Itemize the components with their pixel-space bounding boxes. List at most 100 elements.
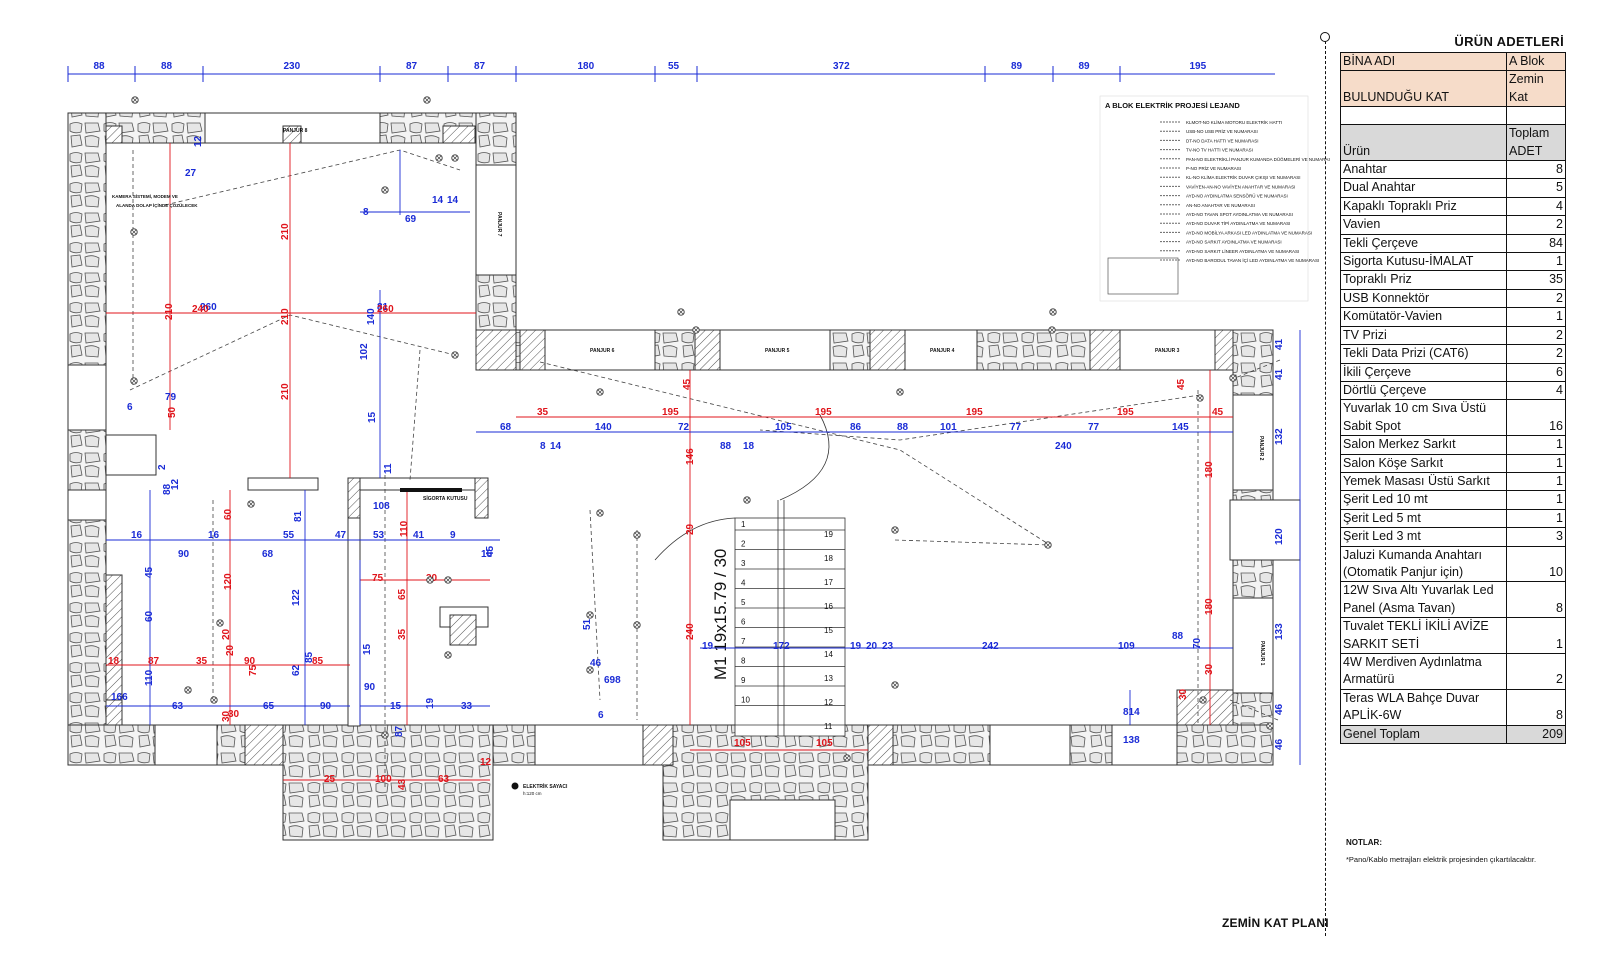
product-qty: 16 xyxy=(1506,399,1566,437)
product-name: 4W Merdiven Aydınlatma Armatürü xyxy=(1340,653,1507,690)
top-dimension-label: 88 xyxy=(94,61,106,72)
dimension-label: 100 xyxy=(375,774,392,785)
legend-item: VAVİYEN-AN-NO VAVİYEN ANAHTAR VE NUMARAS… xyxy=(1186,183,1295,189)
meter-height: h:120 cm xyxy=(523,791,542,796)
dimension-label: 70 xyxy=(1192,637,1203,649)
dimension-label: 105 xyxy=(816,738,833,749)
light-fixture-cross xyxy=(436,155,442,161)
stair-step-number: 12 xyxy=(824,698,833,707)
product-name: Tekli Data Prizi (CAT6) xyxy=(1340,344,1507,364)
light-fixture-cross xyxy=(693,327,699,333)
dimension-label: 43 xyxy=(397,778,408,790)
product-qty: 10 xyxy=(1506,545,1566,583)
light-fixture-cross xyxy=(892,682,898,688)
dimension-label: 101 xyxy=(940,422,957,433)
product-name: Yemek Masası Üstü Sarkıt xyxy=(1340,471,1507,492)
product-name: Jaluzi Kumanda Anahtarı (Otomatik Panjur… xyxy=(1340,545,1507,583)
dimension-label: 180 xyxy=(1204,461,1215,478)
device-markers xyxy=(130,96,1274,762)
light-fixture-cross xyxy=(634,532,640,538)
product-qty: 1 xyxy=(1506,307,1566,327)
blank-row xyxy=(1340,106,1566,126)
product-count-panel: ÜRÜN ADETLERİ BİNA ADI A Blok BULUNDUĞU … xyxy=(1340,34,1566,745)
dimension-label: 109 xyxy=(1118,641,1135,652)
product-qty: 1 xyxy=(1506,252,1566,272)
product-qty: 1 xyxy=(1506,508,1566,529)
dimension-label: 6 xyxy=(598,710,604,721)
dimension-label: 14 xyxy=(550,441,562,452)
light-fixture-cross xyxy=(211,697,217,703)
dimension-label: 15 xyxy=(362,643,373,655)
stair-step-number: 1 xyxy=(741,520,746,529)
dimension-label: 87 xyxy=(394,725,405,737)
dimension-label: 50 xyxy=(167,406,178,418)
light-fixture-cross xyxy=(452,155,458,161)
total-label: Genel Toplam xyxy=(1340,724,1507,745)
dimension-label: 30 xyxy=(1178,688,1189,700)
dimension-label: 12 xyxy=(480,757,492,768)
dimension-label: 41 xyxy=(1274,368,1285,380)
product-qty: 2 xyxy=(1506,288,1566,309)
stair-step-number: 16 xyxy=(824,602,833,611)
stair-step-number: 19 xyxy=(824,530,833,539)
legend-item: TV-NO TV HATTI VE NUMARASI xyxy=(1186,148,1253,153)
floor-value: Zemin Kat xyxy=(1506,70,1566,108)
table-row: 12W Sıva Altı Yuvarlak Led Panel (Asma T… xyxy=(1340,581,1566,619)
dimension-label: 14 xyxy=(432,195,444,206)
stair-step-number: 4 xyxy=(741,579,746,588)
legend-item: AYD-NO SARKIT AYDINLATMA VE NUMARASI xyxy=(1186,240,1282,245)
dimension-label: 210 xyxy=(280,223,291,240)
stair-step-number: 14 xyxy=(824,650,833,659)
dimension-label: 6 xyxy=(127,402,133,413)
light-fixture-cross xyxy=(452,352,458,358)
dimension-label: 35 xyxy=(537,407,549,418)
dimension-label: 19 xyxy=(425,697,436,709)
product-qty: 8 xyxy=(1506,688,1566,726)
light-fixture-cross xyxy=(445,652,451,658)
legend-item: USB-NO USB PRİZ VE NUMARASI xyxy=(1186,128,1258,134)
dimension-label: 30 xyxy=(1204,663,1215,675)
dimension-label: 68 xyxy=(262,549,274,560)
dimension-label: 140 xyxy=(366,308,377,325)
dimension-label: 210 xyxy=(280,308,291,325)
panjur-label: PANJUR 3 xyxy=(1155,348,1180,354)
dimension-label: 240 xyxy=(192,304,209,315)
product-qty: 1 xyxy=(1506,435,1566,455)
light-fixture-cross xyxy=(132,97,138,103)
top-dimension-label: 88 xyxy=(161,61,173,72)
dimension-label: 19 xyxy=(850,641,862,652)
panjur-label: PANJUR 8 xyxy=(283,128,308,134)
dimension-label: 23 xyxy=(882,641,894,652)
product-qty: 4 xyxy=(1506,380,1566,401)
product-qty: 5 xyxy=(1506,178,1566,198)
dimension-label: 63 xyxy=(438,774,450,785)
light-fixture-cross xyxy=(185,687,191,693)
dimension-label: 62 xyxy=(291,664,302,676)
dimension-label: 41 xyxy=(1274,338,1285,350)
floor-label: BULUNDUĞU KAT xyxy=(1340,70,1507,108)
dimension-label: 41 xyxy=(413,530,425,541)
product-qty: 4 xyxy=(1506,196,1566,217)
dimension-label: 19 xyxy=(702,641,714,652)
product-name: Vavien xyxy=(1340,215,1507,235)
dimension-label: 698 xyxy=(604,675,621,686)
dimension-label: 90 xyxy=(178,549,190,560)
product-qty: 8 xyxy=(1506,581,1566,619)
product-qty: 2 xyxy=(1506,325,1566,346)
dimension-label: 110 xyxy=(399,520,410,537)
light-fixture-cross xyxy=(1200,697,1206,703)
stair-step-number: 10 xyxy=(741,696,750,705)
stair-step-number: 7 xyxy=(741,637,746,646)
stair-step-number: 5 xyxy=(741,598,746,607)
dimension-label: 46 xyxy=(590,658,602,669)
stair-step-number: 3 xyxy=(741,559,746,568)
dimension-label: 105 xyxy=(775,422,792,433)
legend-item: AYD-NO BARODUL TAVAN İÇİ LED AYDINLATMA … xyxy=(1186,257,1319,263)
dimension-label: 180 xyxy=(1204,598,1215,615)
dimension-label: 45 xyxy=(682,378,693,390)
